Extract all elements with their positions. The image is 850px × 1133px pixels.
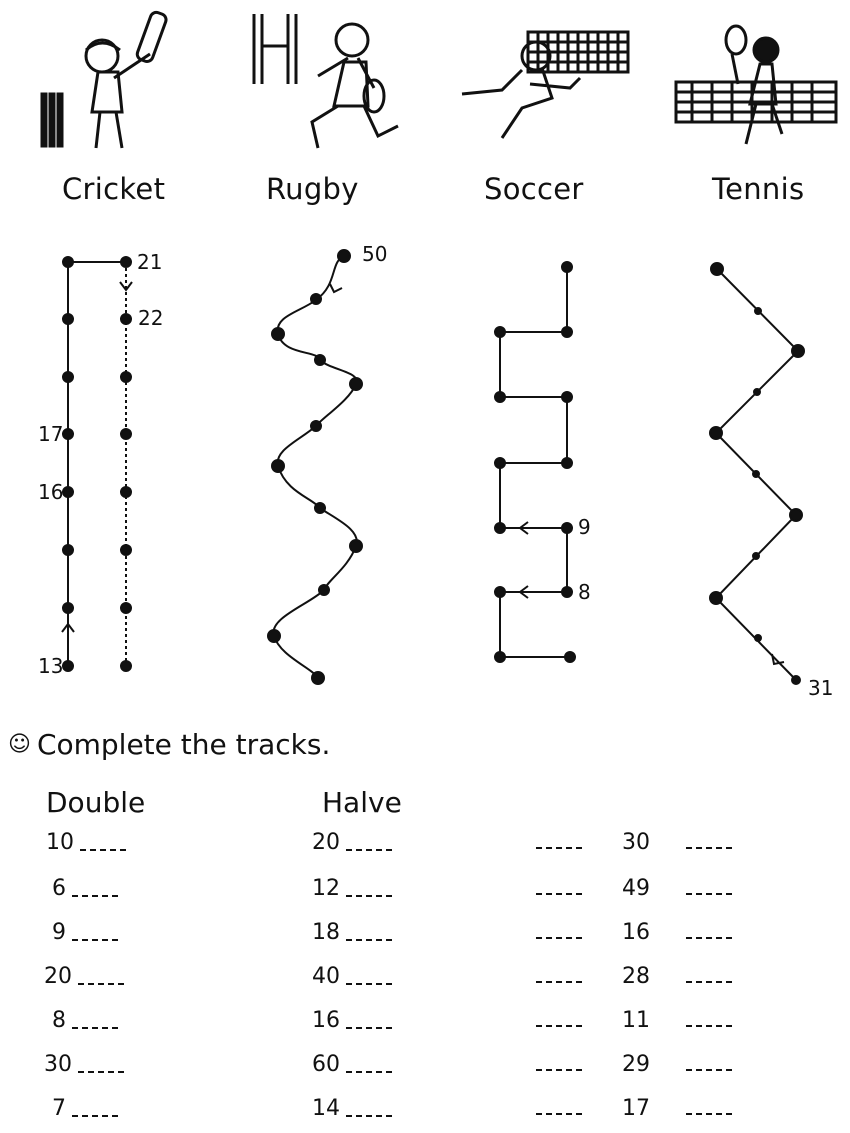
halve-heading: Halve bbox=[322, 786, 402, 819]
cricket-label-16: 16 bbox=[38, 480, 64, 504]
answer-blank[interactable] bbox=[536, 1113, 582, 1115]
answer-blank[interactable] bbox=[78, 983, 124, 985]
double-row: 7 bbox=[52, 1096, 118, 1121]
double-heading: Double bbox=[46, 786, 146, 819]
sport-label-soccer: Soccer bbox=[484, 172, 584, 206]
answer-blank[interactable] bbox=[72, 895, 118, 897]
answer-blank[interactable] bbox=[686, 1113, 732, 1115]
sport-label-rugby: Rugby bbox=[266, 172, 359, 206]
cricket-label-13: 13 bbox=[38, 654, 64, 678]
answer-blank[interactable] bbox=[686, 937, 732, 939]
middle-row: 16 bbox=[536, 920, 732, 945]
halve-row: 40 bbox=[312, 964, 392, 989]
answer-blank[interactable] bbox=[536, 937, 582, 939]
answer-blank[interactable] bbox=[686, 1069, 732, 1071]
answer-blank[interactable] bbox=[78, 1071, 124, 1073]
answer-blank[interactable] bbox=[686, 981, 732, 983]
answer-blank[interactable] bbox=[346, 1071, 392, 1073]
middle-row: 17 bbox=[536, 1096, 732, 1121]
middle-row: 30 bbox=[536, 830, 732, 855]
double-row: 9 bbox=[52, 920, 118, 945]
answer-blank[interactable] bbox=[536, 893, 582, 895]
soccer-illustration-icon bbox=[461, 30, 630, 139]
middle-row: 29 bbox=[536, 1052, 732, 1077]
answer-blank[interactable] bbox=[536, 1069, 582, 1071]
rugby-track bbox=[267, 249, 363, 685]
answer-blank[interactable] bbox=[536, 1025, 582, 1027]
halve-row: 20 bbox=[312, 830, 392, 855]
instruction: ☺ Complete the tracks. bbox=[8, 728, 330, 761]
answer-blank[interactable] bbox=[536, 847, 582, 849]
answer-blank[interactable] bbox=[346, 1115, 392, 1117]
answer-blank[interactable] bbox=[80, 849, 126, 851]
halve-row: 12 bbox=[312, 876, 392, 901]
cricket-label-17: 17 bbox=[38, 422, 64, 446]
middle-row: 49 bbox=[536, 876, 732, 901]
double-row: 6 bbox=[52, 876, 118, 901]
cricket-illustration-icon bbox=[40, 10, 168, 149]
answer-blank[interactable] bbox=[686, 847, 732, 849]
answer-blank[interactable] bbox=[346, 895, 392, 897]
halve-row: 14 bbox=[312, 1096, 392, 1121]
sport-label-tennis: Tennis bbox=[712, 172, 805, 206]
dot-tracks bbox=[61, 249, 805, 685]
cricket-track bbox=[61, 256, 133, 672]
smiley-icon: ☺ bbox=[8, 732, 31, 757]
answer-blank[interactable] bbox=[346, 983, 392, 985]
soccer-track bbox=[494, 261, 576, 663]
double-row: 10 bbox=[46, 830, 126, 855]
instruction-text: Complete the tracks. bbox=[36, 728, 331, 761]
cricket-label-21: 21 bbox=[137, 250, 163, 274]
halve-row: 16 bbox=[312, 1008, 392, 1033]
answer-blank[interactable] bbox=[72, 939, 118, 941]
cricket-label-22: 22 bbox=[138, 306, 164, 330]
rugby-illustration-icon bbox=[252, 14, 399, 149]
answer-blank[interactable] bbox=[72, 1115, 118, 1117]
double-row: 30 bbox=[44, 1052, 124, 1077]
double-row: 8 bbox=[52, 1008, 118, 1033]
answer-blank[interactable] bbox=[686, 1025, 732, 1027]
answer-blank[interactable] bbox=[346, 849, 392, 851]
answer-blank[interactable] bbox=[346, 1027, 392, 1029]
answer-blank[interactable] bbox=[536, 981, 582, 983]
tennis-illustration-icon bbox=[674, 24, 838, 145]
tennis-track bbox=[709, 262, 805, 685]
rugby-label-50: 50 bbox=[362, 242, 388, 266]
halve-row: 18 bbox=[312, 920, 392, 945]
soccer-label-8: 8 bbox=[578, 580, 591, 604]
middle-row: 28 bbox=[536, 964, 732, 989]
answer-blank[interactable] bbox=[72, 1027, 118, 1029]
sport-label-cricket: Cricket bbox=[62, 172, 166, 206]
middle-row: 11 bbox=[536, 1008, 732, 1033]
tennis-label-31: 31 bbox=[808, 676, 834, 700]
answer-blank[interactable] bbox=[686, 893, 732, 895]
halve-row: 60 bbox=[312, 1052, 392, 1077]
soccer-label-9: 9 bbox=[578, 515, 591, 539]
double-row: 20 bbox=[44, 964, 124, 989]
answer-blank[interactable] bbox=[346, 939, 392, 941]
